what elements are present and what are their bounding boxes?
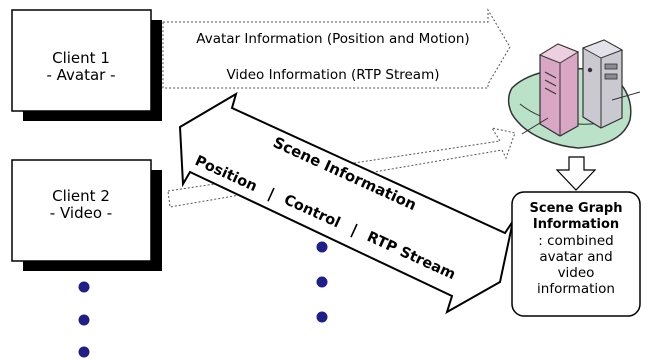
scene-graph-frame <box>511 191 641 317</box>
ellipsis-dot <box>316 241 328 253</box>
client-1-box: Client 1 - Avatar - <box>11 9 162 121</box>
scene-graph-line2: Information <box>533 217 619 232</box>
more-clients-ellipsis <box>78 281 90 358</box>
client-1-frame <box>11 9 152 112</box>
separator-1: | <box>265 186 276 203</box>
client1-to-server-arrow <box>162 8 511 89</box>
avatar-info-label: Avatar Information (Position and Motion) <box>196 31 469 47</box>
ellipsis-dot <box>316 276 328 288</box>
video-info-label: Video Information (RTP Stream) <box>226 67 439 83</box>
scene-graph-line6: information <box>537 281 615 297</box>
scene-information-double-arrow <box>178 91 514 315</box>
client-2-title: Client 2 <box>52 187 110 205</box>
client-1-title: Client 1 <box>52 49 110 67</box>
server-computer-icon <box>507 39 641 149</box>
scene-graph-line5: video <box>558 265 595 281</box>
more-streams-ellipsis <box>316 241 328 323</box>
scene-graph-line1: Scene Graph <box>530 201 623 216</box>
separator-2: | <box>348 222 359 239</box>
client-2-box: Client 2 - Video - <box>11 159 162 271</box>
scene-graph-line4: avatar and <box>539 249 612 265</box>
scene-graph-info-box: Scene Graph Information : combined avata… <box>511 191 641 317</box>
client-2-subtitle: - Video - <box>50 204 112 222</box>
ellipsis-dot <box>316 311 328 323</box>
ellipsis-dot <box>78 314 90 326</box>
scene-graph-line3: : combined <box>538 233 613 249</box>
ellipsis-dot <box>78 346 90 358</box>
down-arrow-icon <box>555 156 597 191</box>
client-2-frame <box>11 159 152 262</box>
client-1-subtitle: - Avatar - <box>46 66 115 84</box>
ellipsis-dot <box>78 281 90 293</box>
